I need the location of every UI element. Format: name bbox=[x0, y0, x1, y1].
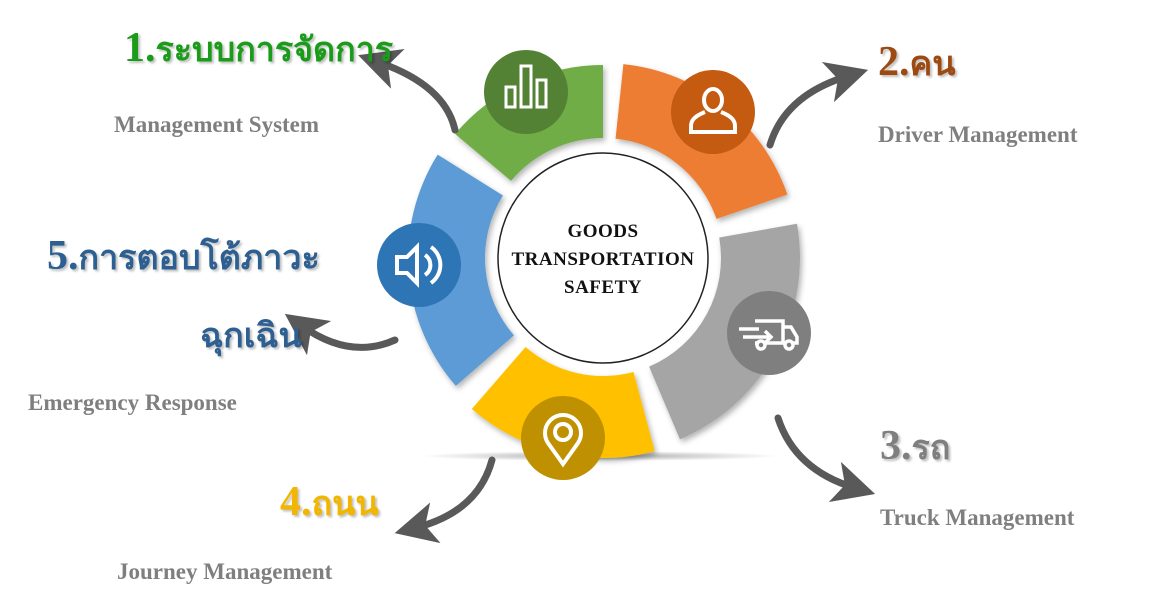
label-number: 2. bbox=[878, 39, 910, 85]
arrow-to-emergency-arrow-icon bbox=[284, 313, 399, 356]
label-driver-thai: 2.คน bbox=[878, 36, 956, 90]
label-management-thai: 1.ระบบการจัดการ bbox=[124, 22, 393, 76]
speaker-icon bbox=[377, 223, 461, 307]
label-journey-thai: 4.ถนน bbox=[280, 476, 379, 530]
icon-badges bbox=[377, 50, 811, 480]
label-thai: การตอบโต้ภาวะ bbox=[78, 240, 320, 277]
label-number: 5. bbox=[47, 233, 79, 279]
label-emergency-thai-2: ฉุกเฉิน bbox=[200, 318, 302, 355]
center-line-1: GOODS bbox=[567, 221, 639, 242]
center-line-3: SAFETY bbox=[564, 277, 642, 298]
arrow-to-driver-arrow-icon bbox=[766, 61, 869, 149]
center-line-2: TRANSPORTATION bbox=[511, 249, 695, 270]
label-thai: ถนน bbox=[311, 486, 379, 523]
label-number: 1. bbox=[124, 25, 156, 71]
arrows bbox=[284, 48, 876, 544]
label-journey-english: Journey Management bbox=[117, 559, 333, 584]
label-truck-thai: 3.รถ bbox=[880, 420, 950, 474]
label-truck-english: Truck Management bbox=[880, 505, 1075, 530]
label-thai: ระบบการจัดการ bbox=[155, 32, 394, 69]
label-number: 3. bbox=[880, 423, 912, 469]
arrow-to-management-arrow-icon bbox=[358, 48, 459, 134]
person-icon bbox=[671, 70, 755, 154]
label-driver-english: Driver Management bbox=[878, 122, 1078, 147]
label-thai: รถ bbox=[911, 430, 951, 467]
bar-chart-icon bbox=[484, 50, 568, 134]
label-emergency-thai: 5.การตอบโต้ภาวะ bbox=[47, 230, 320, 284]
ring-segment-truck bbox=[649, 223, 800, 440]
ring-segment-emergency bbox=[407, 154, 514, 386]
label-emergency-english: Emergency Response bbox=[28, 390, 237, 415]
truck-icon bbox=[727, 291, 811, 375]
center-title: GOODS TRANSPORTATION SAFETY bbox=[498, 218, 708, 302]
label-thai: คน bbox=[909, 46, 956, 83]
arrow-to-truck-arrow-icon bbox=[774, 414, 876, 503]
arrow-to-journey-arrow-icon bbox=[394, 456, 496, 544]
map-pin-icon bbox=[521, 396, 605, 480]
center-circle bbox=[497, 152, 709, 364]
label-management-english: Management System bbox=[114, 112, 320, 137]
label-number: 4. bbox=[280, 479, 312, 525]
